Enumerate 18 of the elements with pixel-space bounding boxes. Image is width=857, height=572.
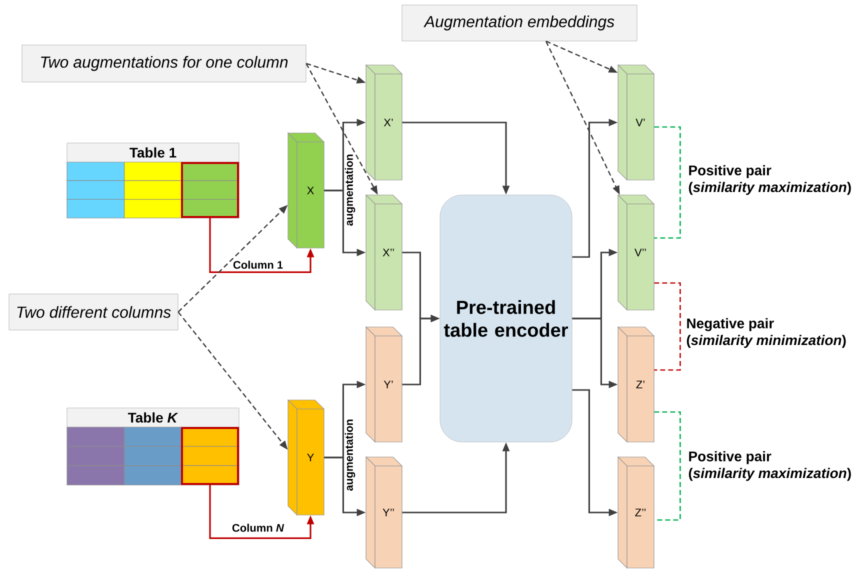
callout-box: Two different columns: [8, 294, 178, 330]
highlighted-column: [181, 427, 239, 485]
callout-box: Two augmentations for one column: [22, 44, 306, 82]
highlighted-column: [181, 162, 239, 218]
table: Table K: [66, 408, 240, 486]
pair-bracket: [654, 411, 681, 521]
pair-bracket: [654, 282, 681, 371]
callout-box: Augmentation embeddings: [402, 4, 638, 42]
pair-label: Positive pair (similarity maximization): [688, 165, 851, 195]
pair-label: Negative pair (similarity minimization): [686, 318, 846, 348]
edge-label: Column 1: [233, 260, 283, 269]
edge-label: Column N: [232, 524, 284, 532]
rotated-label: augmentation: [344, 420, 356, 491]
table: Table 1: [66, 142, 240, 218]
encoder-box: Pre-trained table encoder: [440, 194, 572, 442]
pair-bracket: [654, 126, 681, 239]
pair-label: Positive pair (similarity maximization): [688, 451, 851, 481]
rotated-label: augmentation: [344, 154, 356, 226]
